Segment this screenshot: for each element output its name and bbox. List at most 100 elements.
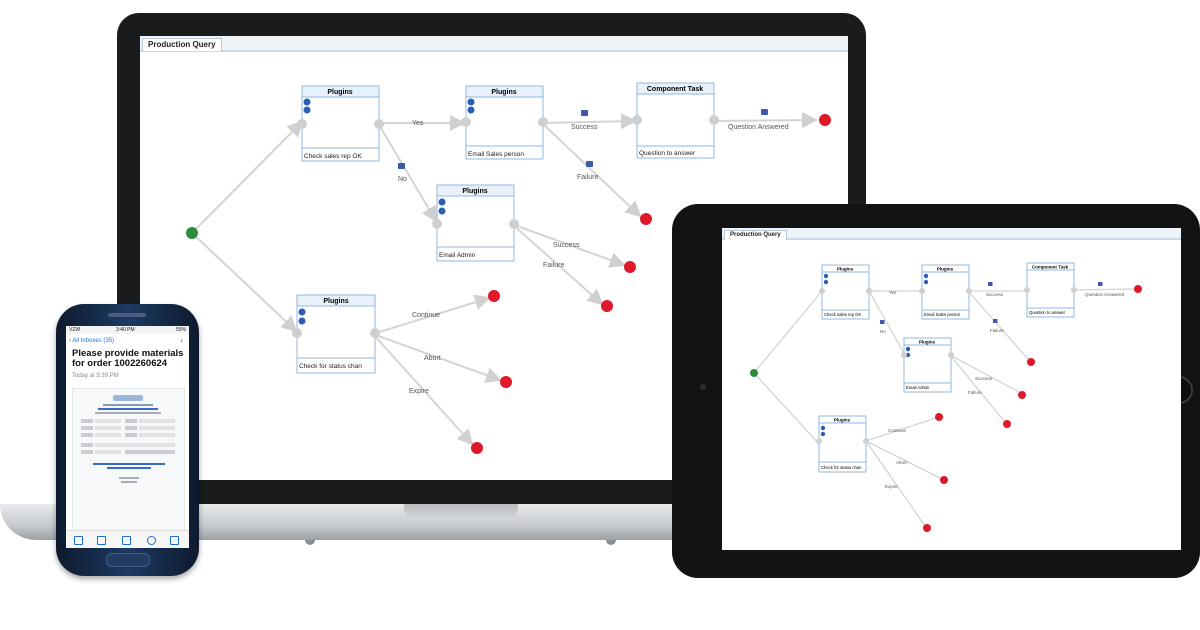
clock-label: 3:40 PM	[116, 327, 135, 333]
node-footer: Check sales rep OK	[304, 153, 362, 160]
connection-ports[interactable]	[816, 287, 1077, 444]
node-footer: Email Sales person	[468, 151, 524, 158]
email-date: Today at 5:39 PM	[72, 373, 119, 379]
node-footer: Email Admin	[439, 252, 476, 259]
node-header: Plugins	[327, 89, 352, 96]
mail-nav-bar: ‹ All Inboxes (35) ‹	[66, 336, 189, 346]
plugin-node-1[interactable]: Plugins Check sales rep OK	[821, 264, 870, 320]
edge-label: Success	[553, 242, 580, 249]
email-document-graphic	[81, 395, 175, 483]
edge-label: No	[398, 176, 407, 183]
help-icon	[905, 352, 911, 358]
edge-condition-icons	[398, 109, 768, 169]
edge-label: Continue	[888, 428, 907, 433]
edge-label: Abort	[896, 460, 908, 465]
start-node[interactable]	[750, 369, 758, 377]
laptop-foot	[606, 540, 616, 545]
edge-label: Success	[571, 124, 598, 131]
node-header: Component Task	[647, 86, 703, 93]
help-icon	[823, 279, 829, 285]
node-footer: Check for status chan	[299, 363, 362, 370]
edge-label: Success	[975, 376, 993, 381]
plugin-node-4[interactable]: Plugins Check for status chan	[296, 294, 376, 374]
edge-label: Expire	[409, 388, 429, 395]
edge-label: Question Answered	[1085, 292, 1125, 297]
plugin-node-1[interactable]: Plugins Check sales rep OK	[301, 85, 380, 162]
plugin-node-4[interactable]: Plugins Check for status chan	[818, 415, 867, 473]
edge-label: Yes	[889, 290, 897, 295]
laptop-foot	[305, 540, 315, 545]
email-subject: Please provide materials for order 10022…	[72, 348, 184, 369]
plugin-node-3[interactable]: Plugins Email Admin	[903, 337, 952, 393]
edge-label: Failure	[968, 390, 982, 395]
back-button[interactable]: ‹ All Inboxes (35)	[69, 338, 115, 344]
node-header: Plugins	[919, 340, 936, 345]
phone-screen: VZW 3:40 PM 55% ‹ All Inboxes (35) ‹ Ple…	[66, 326, 189, 548]
compose-icon[interactable]	[170, 536, 179, 545]
plugin-node-2[interactable]: Plugins Email Sales person	[465, 85, 544, 160]
mail-toolbar	[66, 530, 189, 548]
user-icon	[823, 273, 829, 279]
component-task-node[interactable]: Component Task Question to answer	[1026, 262, 1075, 318]
node-header: Plugins	[937, 267, 954, 272]
back-label: All Inboxes (35)	[72, 338, 115, 344]
carrier-label: VZW	[69, 327, 81, 333]
trash-icon[interactable]	[122, 536, 131, 545]
battery-label: 55%	[175, 327, 186, 333]
user-icon	[438, 198, 446, 206]
tab-production-query[interactable]: Production Query	[724, 230, 787, 240]
node-footer: Email Admin	[906, 385, 930, 390]
reply-icon[interactable]	[147, 536, 156, 545]
edge-label: Success	[986, 292, 1004, 297]
phone-speaker	[108, 313, 146, 317]
user-icon	[905, 346, 911, 352]
node-header: Plugins	[491, 89, 516, 96]
plugin-node-2[interactable]: Plugins Email Sales person	[921, 264, 970, 320]
start-node[interactable]	[186, 227, 198, 239]
node-footer: Question to answer	[1029, 310, 1066, 315]
user-icon	[298, 308, 306, 316]
workflow-canvas: Plugins Check sales rep OK Plugins Email…	[186, 82, 831, 454]
node-header: Plugins	[462, 188, 487, 195]
plugin-node-3[interactable]: Plugins Email Admin	[436, 184, 515, 262]
edge-label: Expire	[885, 484, 898, 489]
edge-label: No	[880, 329, 886, 334]
edge-label: Failure	[990, 328, 1004, 333]
component-task-node[interactable]: Component Task Question to answer	[636, 82, 715, 159]
help-icon	[467, 106, 475, 114]
edge-label: Question Answered	[728, 124, 789, 131]
tablet-camera	[700, 384, 706, 390]
node-footer: Question to answer	[639, 150, 696, 157]
chevron-left-icon[interactable]: ‹	[180, 336, 183, 345]
edge-label: Continue	[412, 312, 440, 319]
folder-icon[interactable]	[97, 536, 106, 545]
help-icon	[438, 207, 446, 215]
connection-ports[interactable]	[292, 115, 719, 338]
window-tabbar: Production Query	[140, 36, 848, 52]
tab-production-query[interactable]: Production Query	[142, 38, 222, 51]
edge-label: Yes	[412, 120, 424, 127]
help-icon	[303, 106, 311, 114]
edge-label: Abort	[424, 355, 441, 362]
help-icon	[298, 317, 306, 325]
window-tabbar: Production Query	[722, 228, 1181, 240]
node-footer: Check sales rep OK	[824, 312, 861, 317]
phone-home-button[interactable]	[106, 553, 150, 567]
node-header: Component Task	[1032, 265, 1069, 270]
user-icon	[303, 98, 311, 106]
workflow-canvas-tablet: Plugins Check sales rep OK Plugins Email…	[750, 262, 1142, 532]
edge-label: Failure	[577, 174, 599, 181]
user-icon	[923, 273, 929, 279]
edge-condition-icons	[880, 282, 1103, 324]
user-icon	[820, 425, 826, 431]
end-nodes[interactable]	[923, 285, 1142, 532]
node-header: Plugins	[323, 298, 348, 305]
help-icon	[820, 431, 826, 437]
laptop-notch	[404, 504, 518, 520]
flag-icon[interactable]	[74, 536, 83, 545]
user-icon	[467, 98, 475, 106]
help-icon	[923, 279, 929, 285]
status-bar: VZW 3:40 PM 55%	[66, 326, 189, 334]
node-footer: Email Sales person	[924, 312, 961, 317]
end-nodes[interactable]	[471, 114, 831, 454]
